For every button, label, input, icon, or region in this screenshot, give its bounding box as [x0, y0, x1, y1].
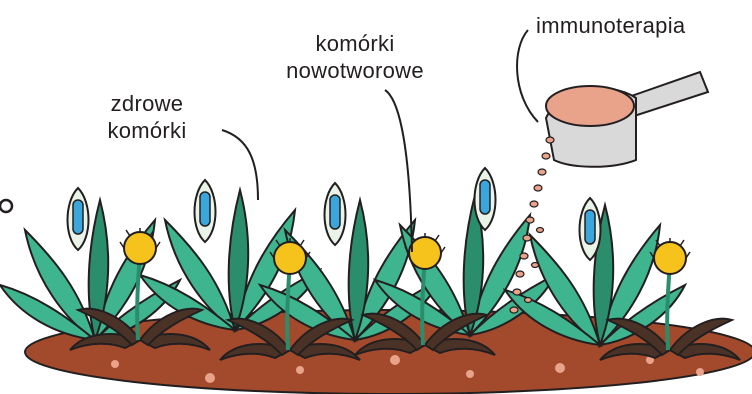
label-healthy-line-2: komórki — [72, 117, 222, 144]
label-cancer-cells: komórki nowotworowe — [260, 30, 450, 84]
label-cancer-line-1: komórki — [260, 30, 450, 57]
immuno-pointer — [517, 30, 538, 122]
label-healthy-line-1: zdrowe — [72, 90, 222, 117]
measuring-scoop-icon — [546, 72, 708, 167]
label-immunotherapy: immunoterapia — [536, 12, 750, 39]
label-healthy-cells: zdrowe komórki — [72, 90, 222, 144]
label-cancer-line-2: nowotworowe — [260, 57, 450, 84]
edge-mark — [0, 200, 12, 212]
